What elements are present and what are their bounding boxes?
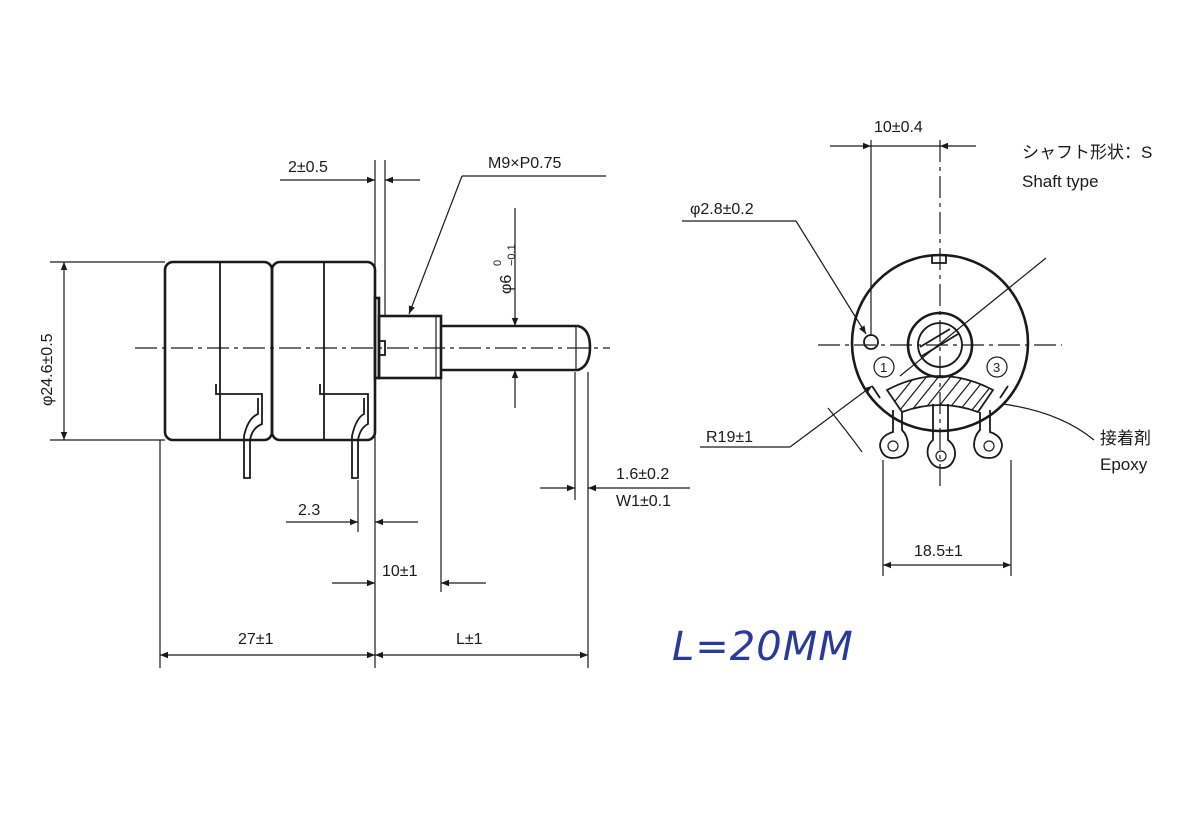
front-terminal-left bbox=[879, 410, 909, 459]
body-section-rear bbox=[163, 260, 274, 442]
terminal-front bbox=[319, 384, 369, 479]
pin-offset-label: 2.3 bbox=[298, 502, 320, 519]
shaft-type-jp-label: シャフト形状：S bbox=[1022, 143, 1152, 162]
side-view: 2±0.5 M9×P0.75 φ6 0 −0.1 φ24.6±0.5 2.3 bbox=[39, 155, 690, 668]
shaft-diameter-label: φ6 bbox=[498, 275, 515, 294]
epoxy-en-label: Epoxy bbox=[1100, 455, 1148, 474]
epoxy-jp-label: 接着剤 bbox=[1100, 429, 1151, 448]
handwritten-length-note: L=20MM bbox=[672, 624, 854, 670]
terminal-span-label: 18.5±1 bbox=[914, 543, 963, 560]
body-diameter-label: φ24.6±0.5 bbox=[39, 333, 56, 406]
shaft-tol-upper-label: 0 bbox=[492, 260, 504, 266]
shaft-diameter-label-group: φ6 0 −0.1 bbox=[492, 244, 518, 294]
hole-spacing-label: 10±0.4 bbox=[874, 119, 923, 136]
body-depth-label: 27±1 bbox=[238, 631, 274, 648]
terminal-3-label: 3 bbox=[993, 360, 1000, 375]
shaft-length-label: L±1 bbox=[456, 631, 483, 648]
terminal-1-label: 1 bbox=[880, 360, 887, 375]
front-terminal-right bbox=[973, 410, 1003, 459]
mounting-hole bbox=[863, 334, 879, 350]
flange-thickness-label: 2±0.5 bbox=[288, 159, 328, 176]
thread-label: M9×P0.75 bbox=[488, 155, 561, 172]
bushing-length-label: 10±1 bbox=[382, 563, 418, 580]
front-view: 1 3 10±0.4 bbox=[682, 119, 1152, 576]
radius-label: R19±1 bbox=[706, 429, 753, 446]
hole-diameter-label: φ2.8±0.2 bbox=[690, 201, 754, 218]
shaft bbox=[441, 324, 592, 372]
flat-depth-label: 1.6±0.2 bbox=[616, 466, 669, 483]
flat-width-label: W1±0.1 bbox=[616, 493, 671, 510]
terminal-rear bbox=[215, 384, 263, 479]
shaft-type-en-label: Shaft type bbox=[1022, 172, 1099, 191]
epoxy-area bbox=[885, 375, 995, 414]
bushing bbox=[377, 314, 443, 380]
front-terminal-middle bbox=[926, 404, 957, 469]
shaft-tol-lower-label: −0.1 bbox=[506, 244, 518, 266]
